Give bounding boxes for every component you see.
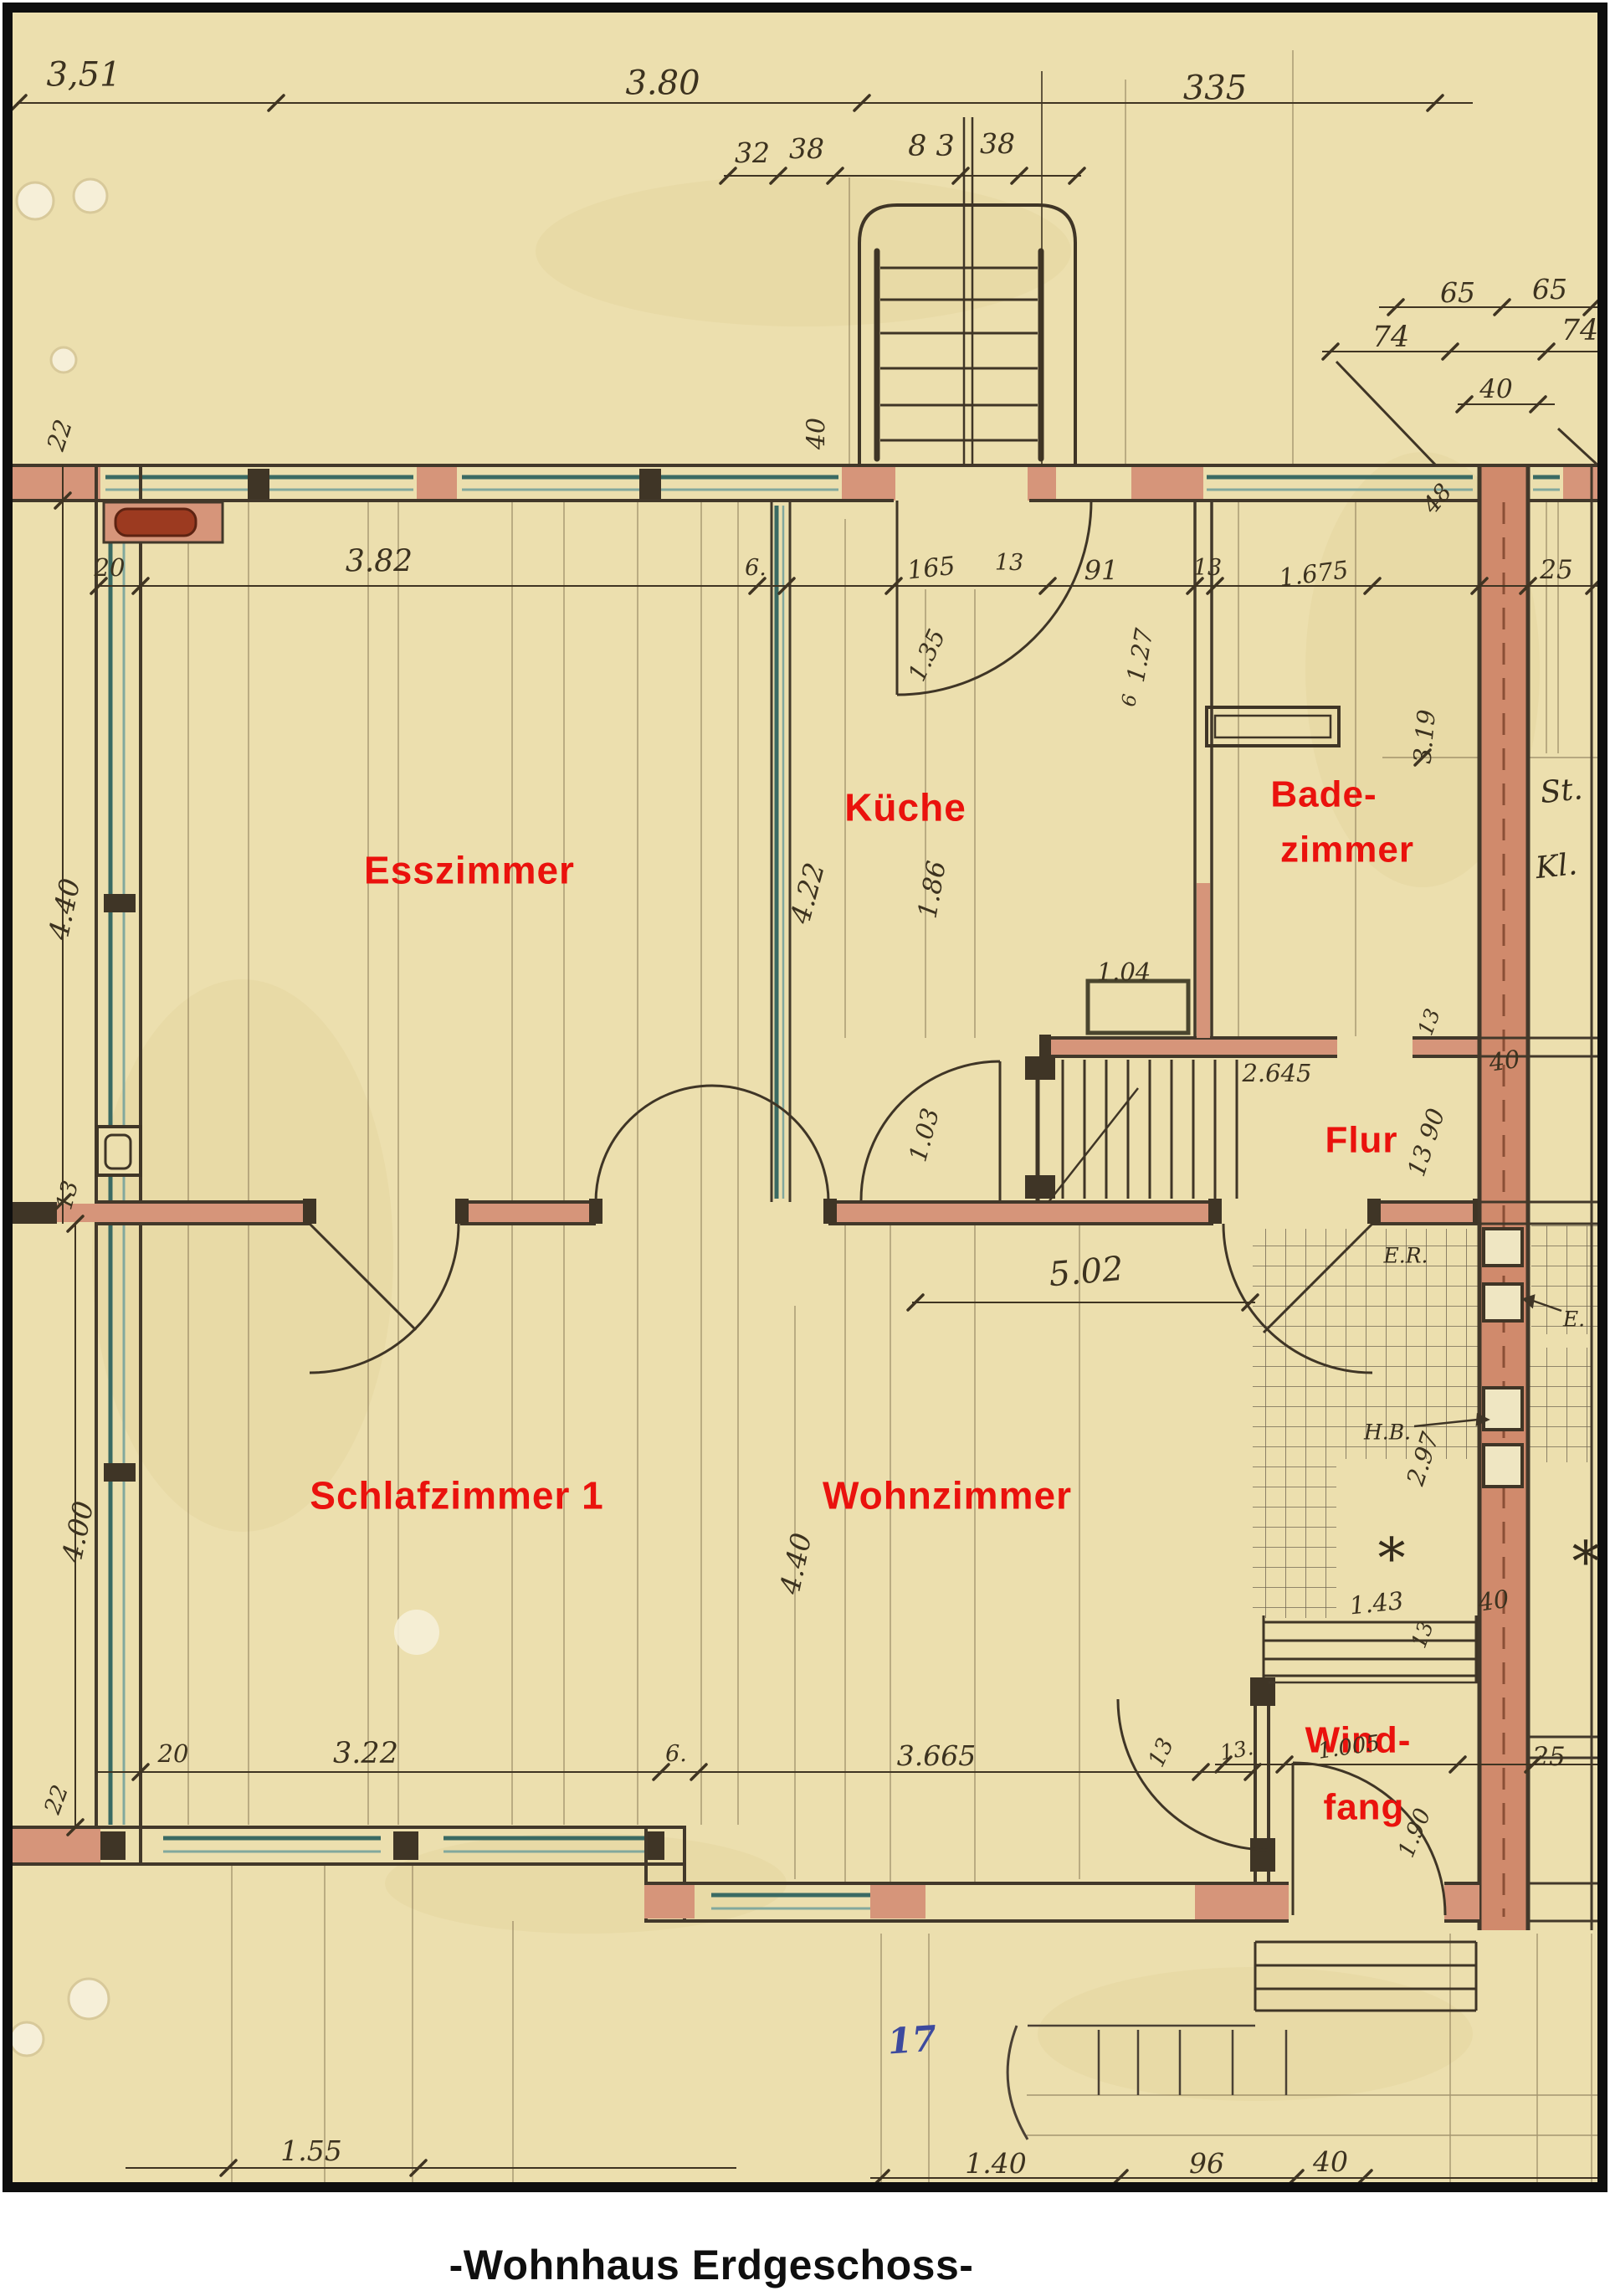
door-kueche-terrace (895, 500, 1093, 696)
paper-background (10, 10, 1600, 2188)
door-stair-hall (859, 1060, 1002, 1201)
bathtub (1205, 706, 1341, 747)
frame-border (3, 3, 1607, 2192)
tiled-porch-hatch (1253, 1225, 1600, 1618)
door-windfang-porch (1116, 1698, 1269, 1852)
window-casement-diagonals (1335, 360, 1603, 470)
annotation-arrows (1413, 1294, 1562, 1428)
stove-block (102, 501, 224, 544)
punch-holes (8, 177, 439, 2057)
walls-right-partial (1528, 465, 1598, 1930)
wall-flur-north (1039, 1035, 1479, 1060)
chimney-flues (1482, 1227, 1524, 1488)
windfang-walls (1195, 1677, 1479, 1923)
door-schlafzimmer (308, 1222, 460, 1374)
walls (8, 464, 1598, 1930)
stairs-interior (1025, 1056, 1238, 1203)
wall-south-schlafzimmer (12, 1826, 686, 1866)
sheet-caption: -Wohnhaus Erdgeschoss- (449, 2242, 974, 2288)
door-arcs (308, 360, 1603, 1916)
wall-esszimmer-kueche (770, 502, 792, 1202)
garden-steps-fence (1006, 2024, 1288, 2140)
door-double-esszimmer (594, 1084, 830, 1203)
shaft-104 (1085, 978, 1191, 1035)
construction-lines (187, 50, 1602, 2185)
wall-north-masonry (12, 467, 1598, 501)
door-flur-south (1222, 1222, 1374, 1374)
chimney-stack-wall (1477, 465, 1531, 1930)
door-windfang-entry (1291, 1761, 1447, 1916)
steps-entry-south (1254, 1940, 1478, 2012)
wall-south-wohnzimmer (644, 1827, 1253, 1923)
steps-windfang-north (1262, 1615, 1478, 1682)
wall-west (95, 465, 142, 1865)
dimension-ticks (9, 94, 1603, 2187)
window-north (105, 469, 1560, 499)
